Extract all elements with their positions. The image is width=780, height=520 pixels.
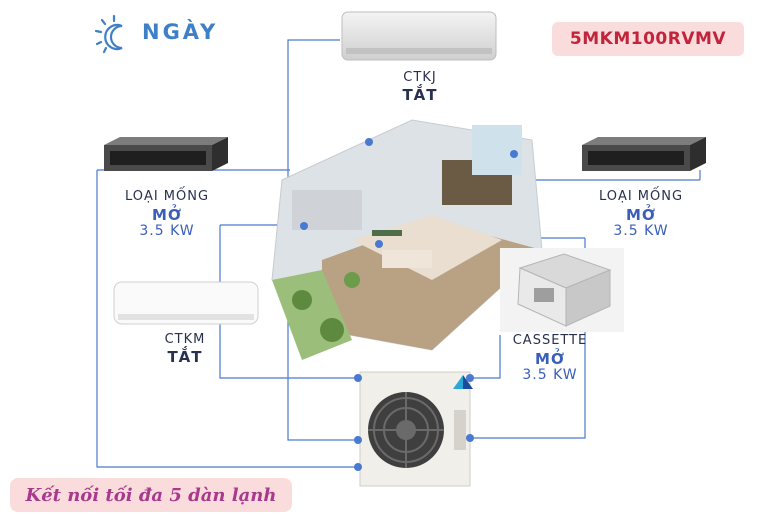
house-node-3 (300, 222, 308, 230)
outdoor-port-4 (466, 374, 474, 382)
duct-right-name: LOẠI MỐNG (598, 189, 684, 204)
duct-right-state: MỞ (625, 206, 657, 224)
duct-right-power: 3.5 KW (613, 223, 669, 239)
house-node-1 (365, 138, 373, 146)
house-node-4 (375, 240, 383, 248)
duct-left-power: 3.5 KW (139, 223, 195, 239)
ctkj-name: CTKJ (403, 70, 437, 85)
outdoor-unit-image (359, 371, 471, 487)
duct-left-unit-image (104, 137, 228, 171)
line-duct-left (96, 170, 358, 468)
ctkm-state: TẮT (167, 348, 203, 366)
ctkj-state: TẮT (402, 86, 438, 104)
outdoor-port-5 (466, 434, 474, 442)
outdoor-port-3 (354, 463, 362, 471)
cassette-unit-image (500, 248, 624, 332)
duct-right-unit-image (582, 137, 706, 171)
ctkm-name: CTKM (164, 332, 206, 347)
cassette-power: 3.5 KW (522, 367, 578, 383)
sun-moon-icon (94, 14, 123, 54)
cassette-state: MỞ (534, 350, 566, 368)
ctkm-wall-unit-image (113, 281, 259, 325)
house-floorplan-image (271, 119, 543, 360)
model-badge: 5MKM100RVMV (552, 22, 744, 56)
outdoor-port-2 (354, 436, 362, 444)
line-ctkm (219, 225, 358, 379)
cassette-name: CASSETTE (512, 333, 588, 348)
daikin-logo-icon (453, 375, 473, 389)
house-node-2 (510, 150, 518, 158)
ctkj-wall-unit-image (341, 11, 497, 61)
duct-left-name: LOẠI MỐNG (124, 189, 210, 204)
line-cassette-short (470, 335, 501, 379)
mode-label: NGÀY (142, 20, 219, 44)
duct-left-state: MỞ (151, 206, 183, 224)
footer-note: Kết nối tối đa 5 dàn lạnh (10, 478, 292, 512)
outdoor-port-1 (354, 374, 362, 382)
